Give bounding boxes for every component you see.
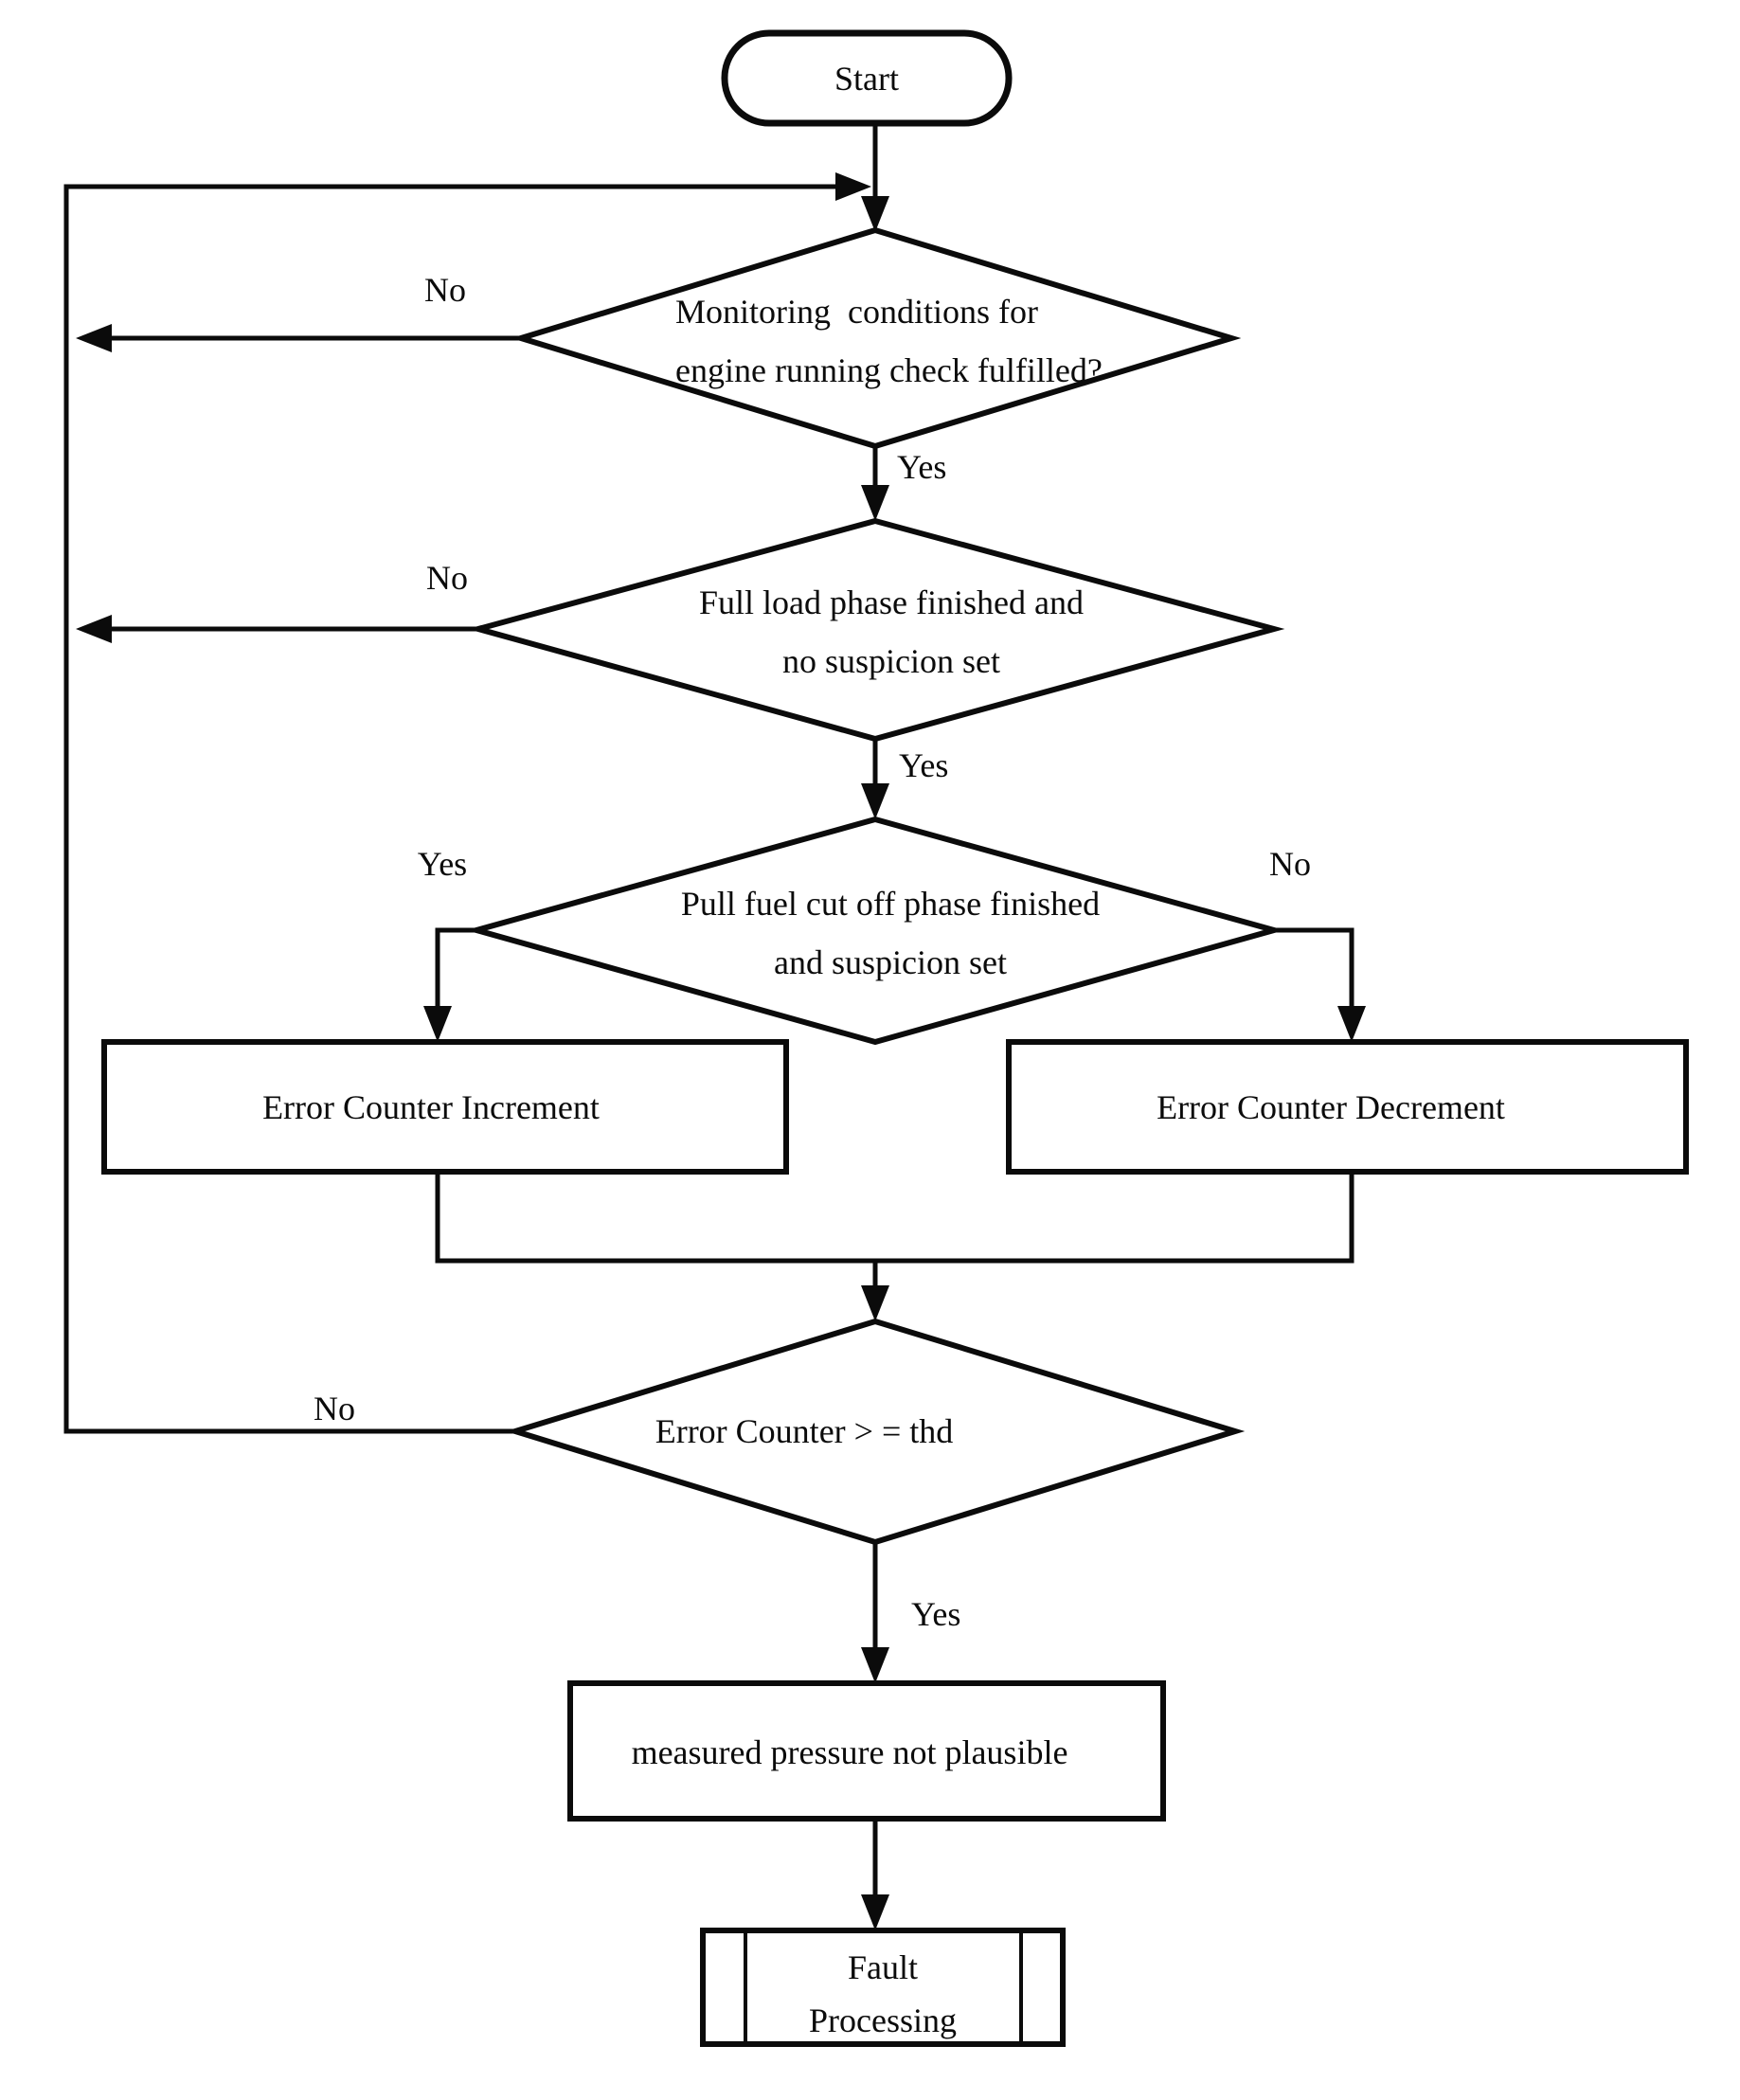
decision-error-counter-threshold [505,1318,1246,1546]
fault-processing-line2: Processing [809,2001,957,2039]
label-d1-yes: Yes [897,448,946,486]
label-d4-no: No [314,1390,355,1427]
arrowhead-d3-yes [423,1006,452,1042]
arrowhead-d2-yes [861,783,889,819]
label-d1-no: No [424,271,466,309]
fault-processing-line1: Fault [848,1948,918,1986]
start-node [721,29,1013,127]
process-error-counter-increment [101,1039,789,1175]
label-d3-yes: Yes [418,845,467,883]
edge-merge [435,1172,1354,1264]
decision-engine-running-line2: engine running check fulfilled? [675,351,1103,389]
label-d2-yes: Yes [899,746,948,784]
arrowhead-loop-join [835,172,871,201]
arrowhead-d1-no [76,324,112,352]
arrowhead-into-d4 [861,1285,889,1321]
decision-full-load-line2: no suspicion set [782,642,1000,680]
arrowhead-d3-no [1337,1006,1366,1042]
arrowhead-d1-yes [861,485,889,521]
predefined-fault-processing [700,1928,1066,2047]
arrowhead-d2-no [76,615,112,643]
edge-d3-no [1274,927,1354,1008]
start-label: Start [834,60,899,98]
edge-feedback-loop [63,184,835,1434]
decision-fuel-cutoff-line1: Pull fuel cut off phase finished [681,885,1100,923]
label-d4-yes: Yes [911,1595,960,1633]
process-error-counter-decrement [1006,1039,1689,1175]
error-counter-increment-label: Error Counter Increment [262,1088,600,1126]
error-counter-decrement-label: Error Counter Decrement [1157,1088,1505,1126]
process-pressure-not-plausible [567,1680,1166,1822]
decision-fuel-cutoff-phase [465,816,1285,1046]
label-d3-no: No [1269,845,1311,883]
arrowhead-into-d1 [861,196,889,232]
pressure-not-plausible-label: measured pressure not plausible [632,1733,1068,1771]
arrowhead-into-fault [861,1894,889,1930]
decision-threshold-label: Error Counter > = thd [655,1412,954,1450]
arrowhead-d4-yes [861,1647,889,1683]
decision-engine-running-line1: Monitoring conditions for [675,293,1038,331]
decision-full-load-phase [467,517,1285,743]
decision-fuel-cutoff-line2: and suspicion set [774,943,1007,981]
decision-engine-running-check [511,226,1242,450]
label-d2-no: No [426,559,468,597]
decision-full-load-line1: Full load phase finished and [699,583,1084,621]
edge-d3-yes [435,927,476,1008]
